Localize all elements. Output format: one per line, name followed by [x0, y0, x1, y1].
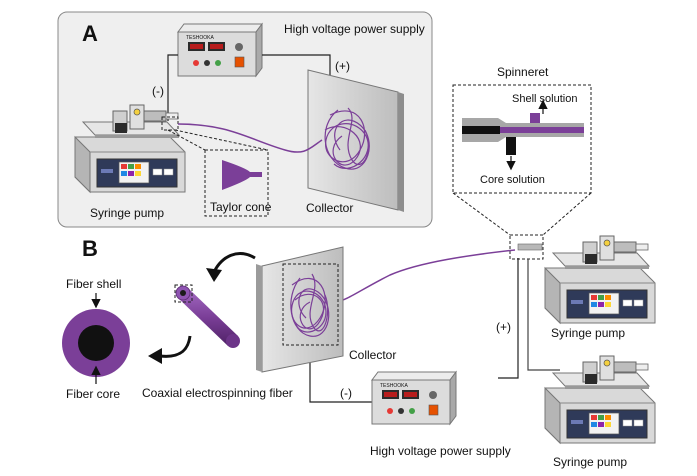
fiber-shell-label: Fiber shell [66, 277, 121, 291]
syringe-pump-b-bottom-label: Syringe pump [553, 455, 627, 469]
spinneret-detail-box [452, 84, 592, 194]
coaxial-fiber-rod [175, 285, 240, 348]
panel-a-letter: A [82, 21, 98, 46]
shell-solution-label: Shell solution [512, 93, 577, 105]
spinneret-title: Spinneret [497, 65, 549, 79]
feed-line-bottom-pump [527, 259, 560, 371]
panel-a: A TESHOOKA High voltage power supply (-)… [57, 11, 433, 228]
syringe-pump-a-label: Syringe pump [90, 206, 164, 220]
negative-wire-b [309, 360, 372, 403]
fiber-core-circle [78, 325, 114, 361]
fiber-jet-b [335, 249, 516, 303]
curved-arrow-top [212, 252, 256, 273]
power-supply-a: TESHOOKA [177, 23, 263, 77]
power-supply-b: TESHOOKA [371, 371, 457, 425]
positive-wire-b [498, 258, 519, 379]
positive-sign-a: (+) [335, 59, 350, 73]
taylor-cone-shape [222, 160, 262, 190]
taylor-cone-label: Taylor cone [210, 200, 272, 214]
positive-wire-a [262, 54, 331, 80]
negative-wire-a [167, 54, 178, 121]
power-supply-b-brand: TESHOOKA [380, 383, 408, 389]
spinneret-callout-box-b [509, 234, 544, 260]
power-supply-a-label: High voltage power supply [284, 22, 425, 36]
spinneret-cross-section [462, 113, 584, 155]
coaxial-fiber-label: Coaxial electrospinning fiber [142, 386, 293, 400]
power-supply-a-brand: TESHOOKA [186, 35, 214, 41]
power-supply-b-label: High voltage power supply [370, 444, 511, 458]
fiber-end-callout-box [174, 284, 193, 303]
fiber-core-label: Fiber core [66, 387, 120, 401]
collector-b-callout-box [282, 263, 339, 346]
syringe-pump-b-top [544, 235, 656, 324]
curved-arrow-bottom [159, 335, 192, 358]
taylor-cone-box [204, 149, 269, 217]
syringe-pump-b-top-label: Syringe pump [551, 326, 625, 340]
fiber-mat-a [324, 107, 370, 170]
negative-sign-a: (-) [152, 84, 164, 98]
core-solution-label: Core solution [480, 174, 545, 186]
negative-sign-b: (-) [340, 386, 352, 400]
panel-b: B Spinneret Shell solution Core solution… [62, 65, 656, 469]
panel-b-letter: B [82, 236, 98, 261]
collector-a-label: Collector [306, 201, 353, 215]
collector-b-label: Collector [349, 348, 396, 362]
syringe-pump-b-bottom [544, 355, 656, 444]
fiber-jet-a [177, 123, 323, 153]
fiber-mat-b [290, 273, 330, 337]
positive-sign-b: (+) [496, 320, 511, 334]
